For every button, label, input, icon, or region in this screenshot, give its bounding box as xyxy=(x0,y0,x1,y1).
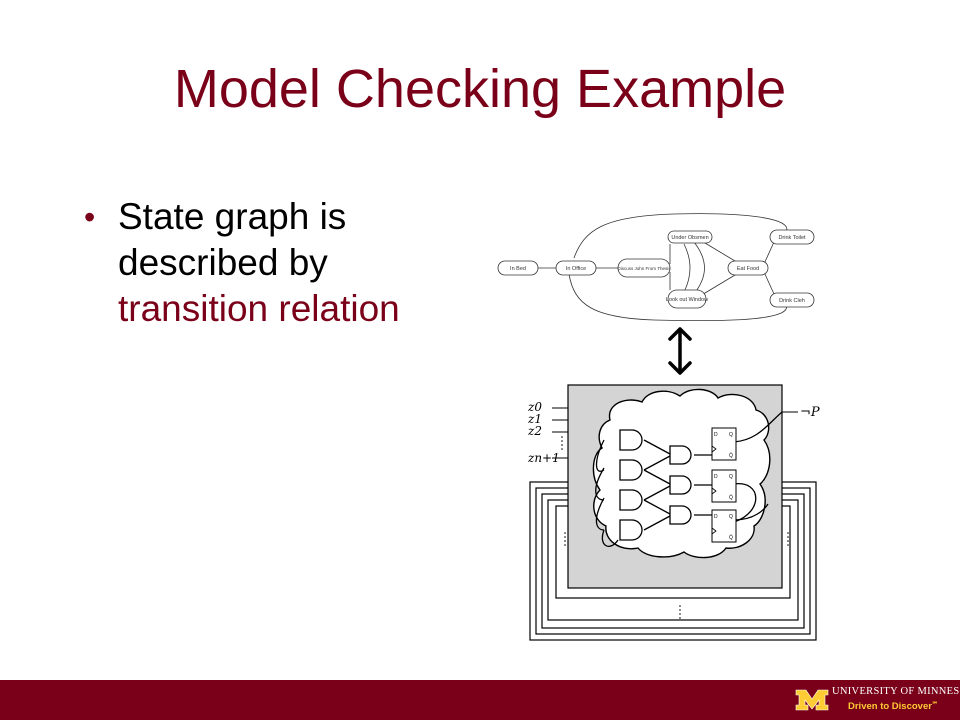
double-arrow-icon xyxy=(668,327,692,375)
graph-node-label: In Office xyxy=(566,266,586,272)
graph-node-label: Under Obsmen xyxy=(671,235,708,241)
graph-node-label: Discuss John From Thesis xyxy=(618,266,672,271)
tagline-mark: ℠ xyxy=(931,702,939,708)
input-label: z0 xyxy=(527,400,542,414)
tagline-text: Driven to Discover xyxy=(848,701,932,712)
bullet-dot-icon: • xyxy=(84,199,96,235)
output-label: ¬P xyxy=(800,405,820,420)
graph-node-label: Eat Food xyxy=(737,266,759,272)
state-graph-diagram: In Bed In Office Discuss John From Thesi… xyxy=(497,213,815,322)
university-m-logo-icon xyxy=(795,689,829,711)
flipflop-d-label: D xyxy=(714,432,718,438)
bullet-highlight: transition relation xyxy=(118,288,400,329)
flipflop-d-label: D xyxy=(714,514,718,520)
input-label: z2 xyxy=(527,424,542,438)
bullet-item: • State graph is described by transition… xyxy=(84,194,464,332)
slide-title: Model Checking Example xyxy=(173,59,787,119)
graph-node-label: Look out Window xyxy=(666,297,708,303)
flipflop-qbar-label: Q̄ xyxy=(729,534,733,541)
tagline: Driven to Discover℠ xyxy=(848,701,938,712)
flipflop-q-label: Q xyxy=(729,474,733,480)
flipflop-qbar-label: Q̄ xyxy=(729,494,733,501)
input-label: zn+1 xyxy=(527,451,560,465)
bullet-text: State graph is described by xyxy=(118,196,347,283)
graph-node-label: Drink Cleh xyxy=(779,298,805,304)
flipflop-q-label: Q xyxy=(729,514,733,520)
university-name: UNIVERSITY OF MINNESOTA xyxy=(832,686,960,697)
flipflop-q-label: Q xyxy=(729,432,733,438)
bullet-list: • State graph is described by transition… xyxy=(84,194,464,332)
graph-node-label: In Bed xyxy=(510,266,526,272)
circuit-diagram: z0 z1 z2 zn+1 ¬P xyxy=(527,384,820,641)
input-label: z1 xyxy=(527,412,542,426)
flipflop-qbar-label: Q̄ xyxy=(729,452,733,459)
graph-node-label: Drink Toilet xyxy=(778,235,806,241)
flipflop-d-label: D xyxy=(714,474,718,480)
